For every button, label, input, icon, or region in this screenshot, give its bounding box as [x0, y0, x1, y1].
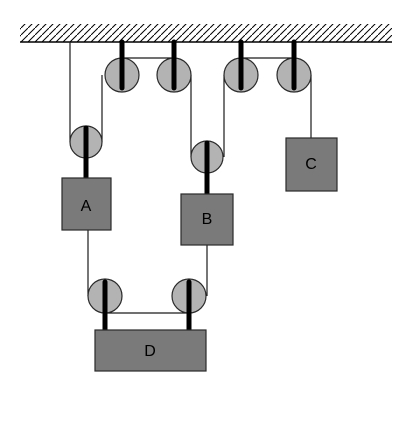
block-c-label: C: [305, 156, 317, 173]
ceiling: [20, 24, 392, 43]
top-pulley-2: [156, 39, 192, 93]
top-pulley-3: [223, 39, 259, 93]
pulley-d-left: [87, 278, 123, 334]
block-d-label: D: [144, 343, 156, 360]
block-a: A: [61, 177, 112, 231]
block-c: C: [285, 137, 338, 192]
pulley-d-right: [171, 278, 207, 334]
block-b-label: B: [202, 211, 213, 228]
ropes: [69, 42, 312, 314]
pulley-a: [69, 125, 103, 181]
block-b: B: [180, 193, 234, 246]
ceiling-hatching: [20, 24, 392, 42]
block-a-label: A: [81, 198, 92, 215]
top-pulley-4: [276, 39, 312, 93]
pulley-b: [190, 140, 224, 197]
block-d: D: [94, 329, 207, 372]
top-pulley-1: [104, 39, 140, 93]
